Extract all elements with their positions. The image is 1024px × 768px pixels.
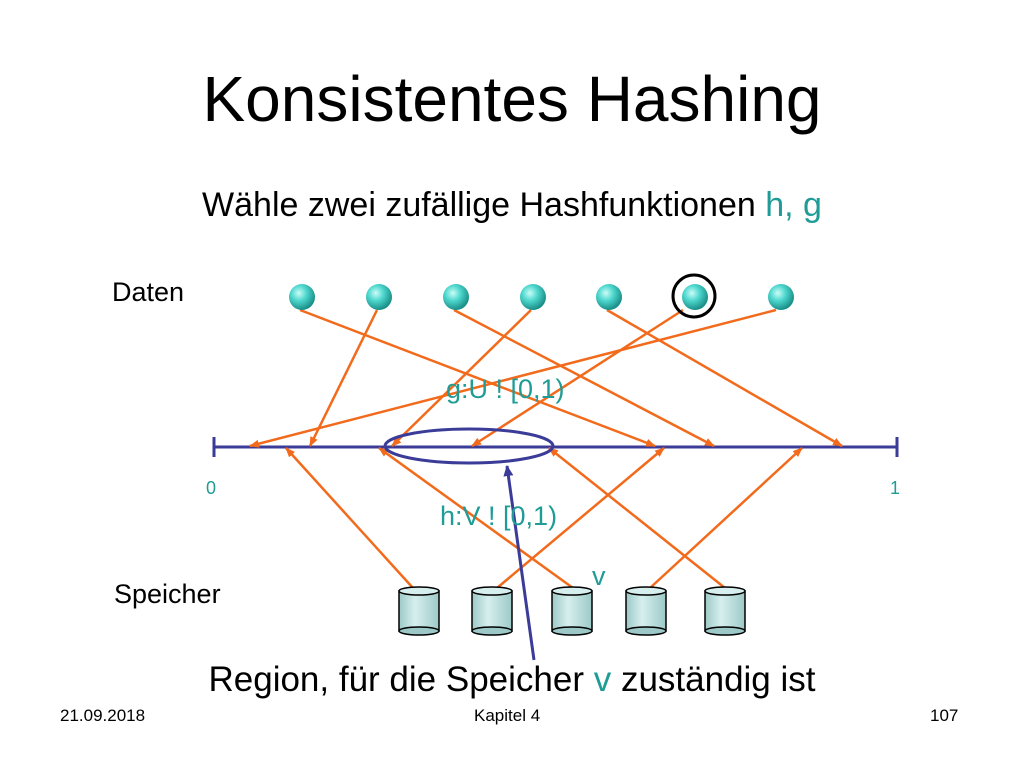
storage-cylinder: [625, 586, 667, 636]
data-ball: [289, 284, 315, 310]
slide-title: Konsistentes Hashing: [202, 63, 822, 135]
h-arrow: [285, 447, 414, 589]
highlight-circle: [671, 273, 717, 319]
storage-cylinder: [471, 586, 513, 636]
storage-cylinder-v: [551, 586, 593, 636]
subtitle-text: Wähle zwei zufällige Hashfunktionen: [202, 186, 766, 224]
footer-page-number: 107: [930, 706, 959, 725]
g-arrow: [453, 308, 715, 448]
h-arrow: [649, 447, 803, 589]
footer-date: 21.09.2018: [60, 706, 146, 725]
region-pointer-arrow: [503, 465, 536, 661]
h-arrow: [496, 447, 665, 589]
storage-items: [398, 586, 746, 636]
subtitle-hash-functions: h, g: [765, 186, 822, 224]
storage-v-label: v: [592, 561, 606, 591]
data-ball: [596, 284, 622, 310]
g-arrow: [308, 309, 379, 447]
unit-interval-axis: [212, 437, 899, 457]
data-ball: [366, 284, 392, 310]
storage-cylinder: [398, 586, 440, 636]
storage-cylinder: [704, 586, 746, 636]
g-arrow: [606, 308, 843, 448]
h-function-label: h:V ! [0,1): [440, 501, 557, 531]
g-arrow: [249, 308, 777, 448]
axis-end-label: 1: [890, 478, 900, 498]
storage-label: Speicher: [114, 579, 221, 609]
caption-v: v: [593, 660, 612, 699]
g-arrow: [299, 308, 656, 448]
slide-subtitle: Wähle zwei zufällige Hashfunktionen h, g: [0, 186, 1024, 225]
g-arrow: [391, 309, 532, 447]
g-mapping-arrows: [249, 308, 843, 448]
responsibility-region-ellipse: [383, 427, 555, 465]
caption-text-end: zuständig ist: [611, 660, 816, 699]
data-ball: [768, 284, 794, 310]
h-mapping-arrows: [285, 446, 803, 590]
h-arrow: [378, 446, 574, 590]
data-ball: [443, 284, 469, 310]
g-arrow: [471, 308, 684, 448]
data-items: [289, 273, 794, 319]
data-label: Daten: [112, 277, 185, 307]
region-caption: Region, für die Speicher v zuständig ist: [0, 660, 1024, 700]
data-ball: [682, 284, 708, 310]
footer-chapter: Kapitel 4: [474, 706, 541, 725]
h-arrow: [548, 447, 726, 589]
caption-text-start: Region, für die Speicher: [208, 660, 594, 699]
axis-start-label: 0: [206, 478, 216, 498]
g-function-label: g:U ! [0,1): [446, 374, 565, 404]
data-ball: [520, 284, 546, 310]
